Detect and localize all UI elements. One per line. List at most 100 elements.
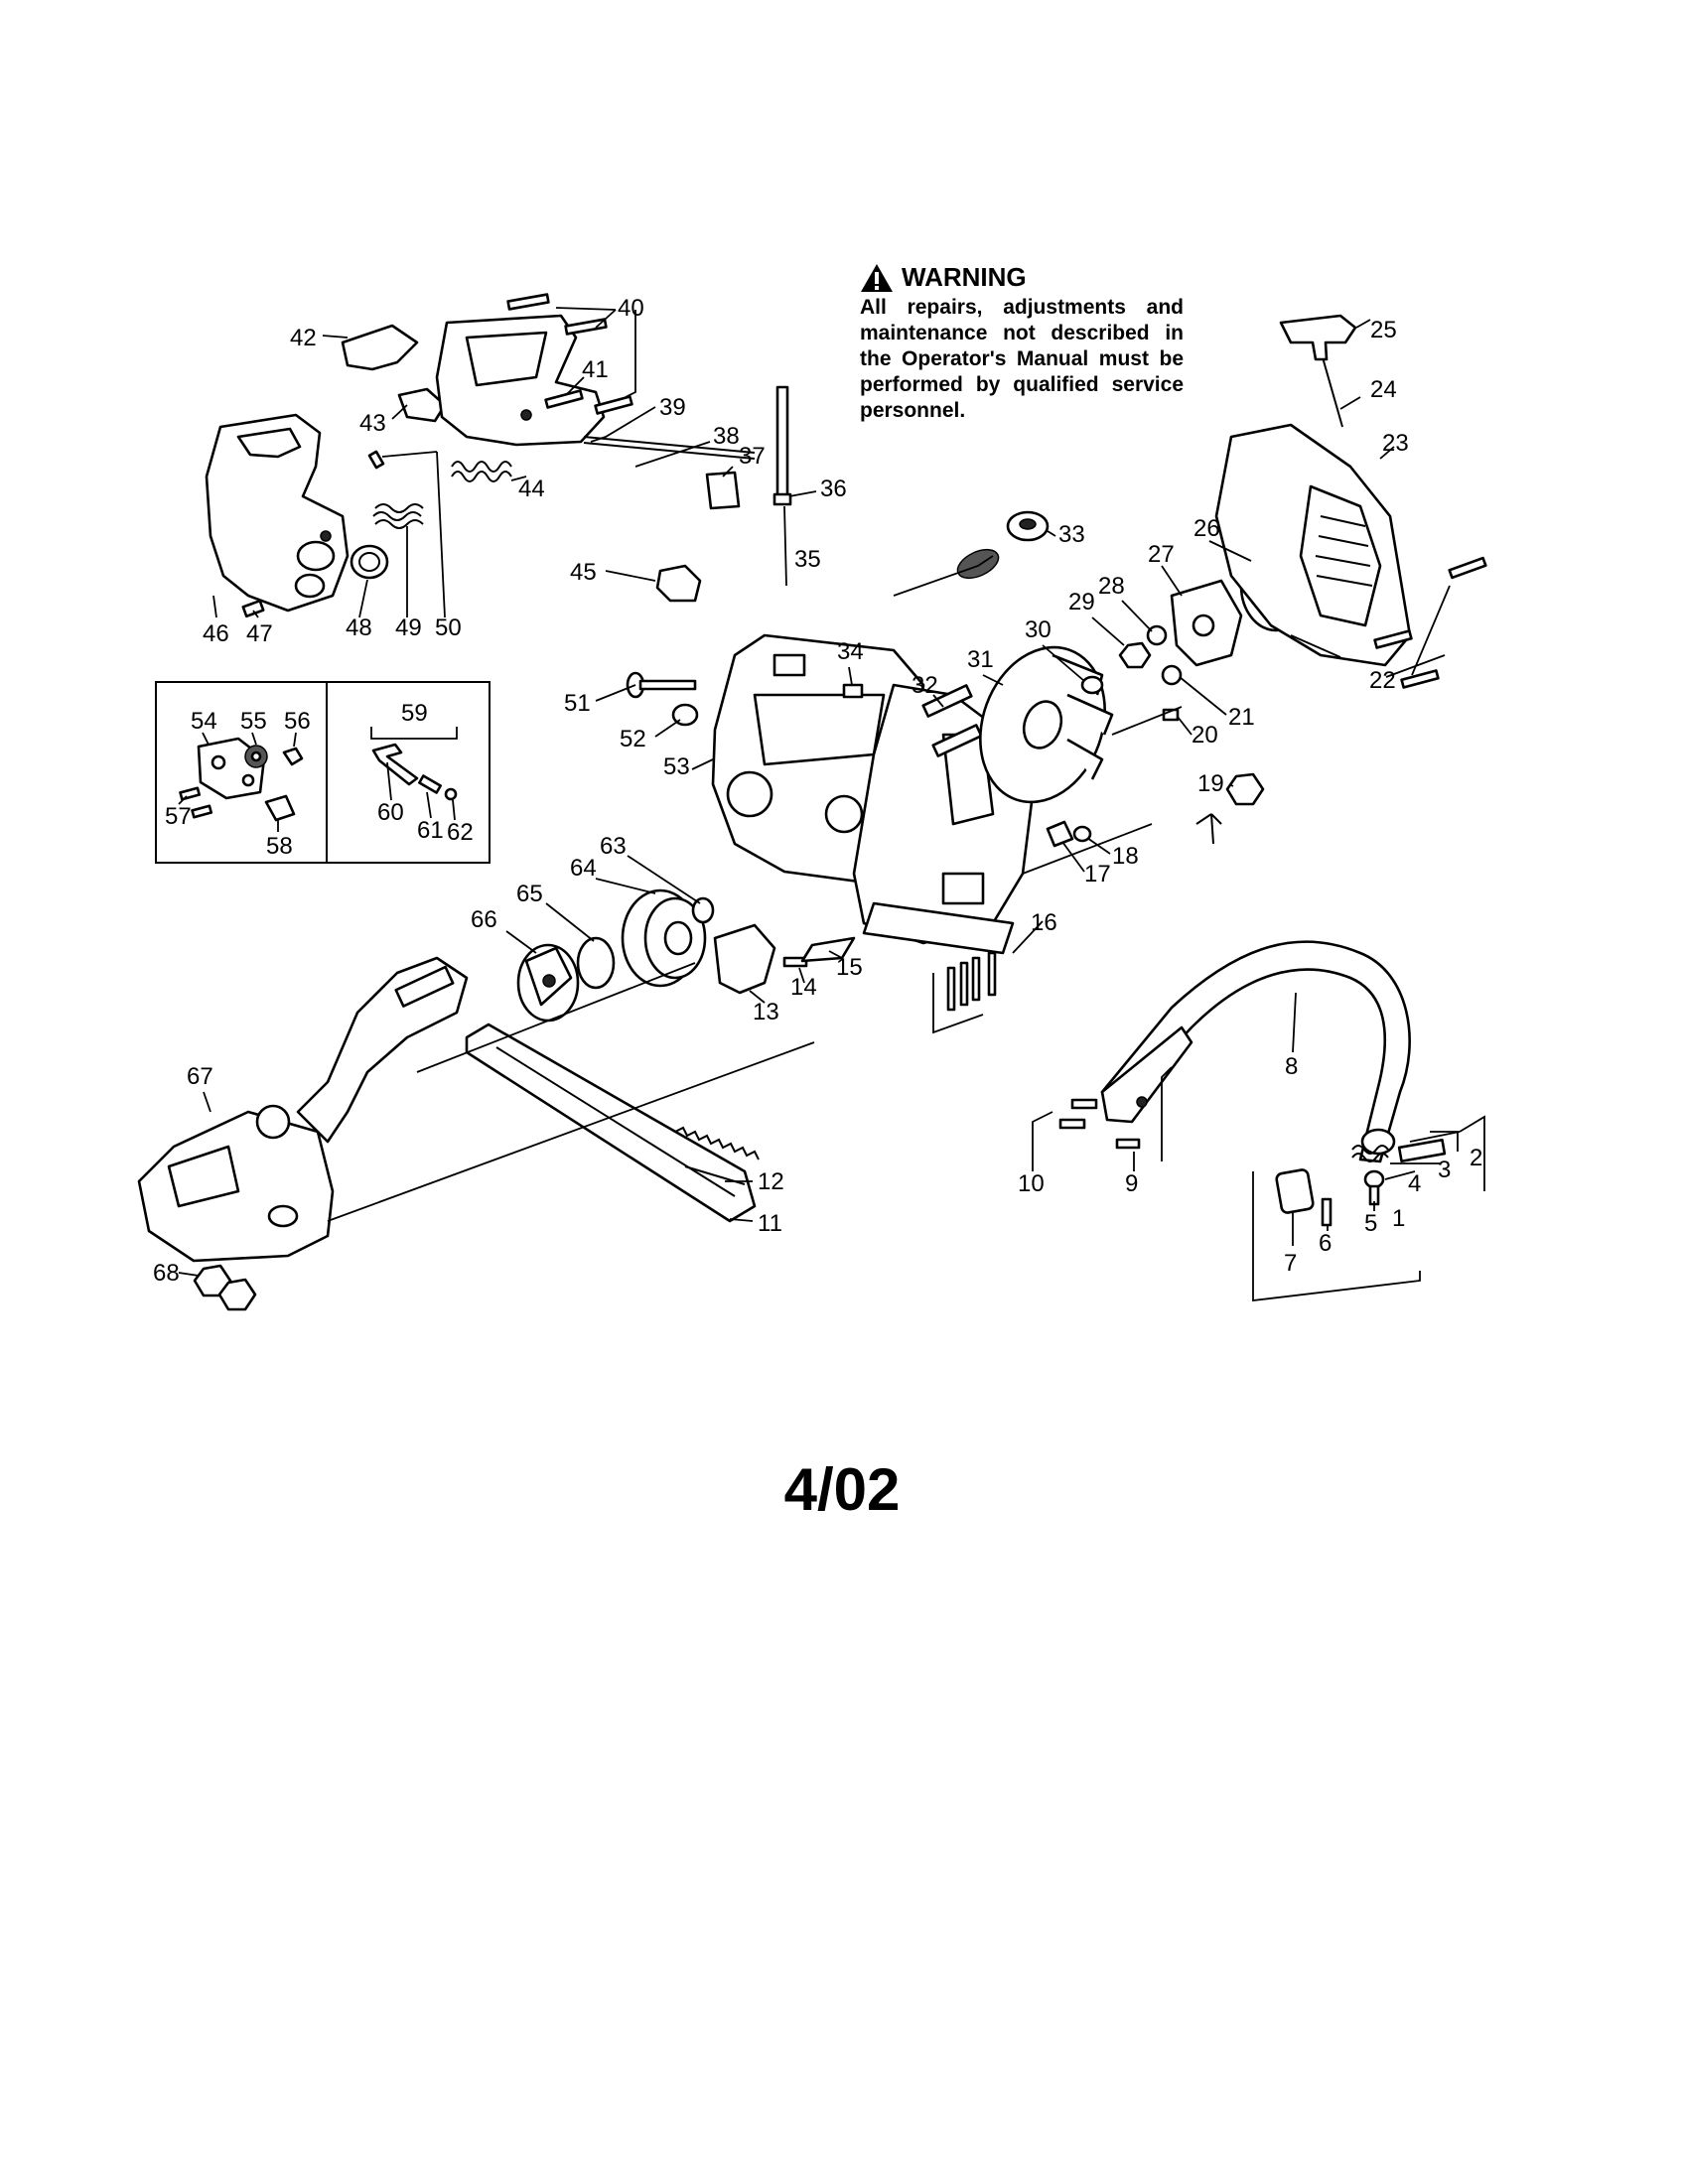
callout-35: 35 bbox=[794, 546, 821, 573]
callout-53: 53 bbox=[663, 753, 690, 780]
callout-68: 68 bbox=[153, 1260, 180, 1287]
callout-7: 7 bbox=[1284, 1250, 1297, 1277]
callout-66: 66 bbox=[471, 906, 497, 933]
rear-handle bbox=[205, 413, 350, 613]
callout-48: 48 bbox=[346, 614, 372, 641]
leader-lines bbox=[178, 307, 1485, 1302]
callout-16: 16 bbox=[1031, 909, 1057, 936]
washer-65 bbox=[576, 936, 616, 990]
cushion-37 bbox=[705, 471, 741, 510]
callout-30: 30 bbox=[1025, 616, 1052, 643]
callout-42: 42 bbox=[290, 325, 317, 351]
callout-31: 31 bbox=[967, 646, 994, 673]
warning-triangle-icon bbox=[861, 263, 893, 292]
callout-67: 67 bbox=[187, 1063, 213, 1090]
callout-47: 47 bbox=[246, 620, 273, 647]
callout-52: 52 bbox=[620, 726, 646, 752]
bolt-35-36 bbox=[772, 385, 792, 506]
callout-3: 3 bbox=[1438, 1157, 1451, 1183]
callout-59: 59 bbox=[401, 700, 428, 727]
warning-text: All repairs, adjustments and maintenance… bbox=[860, 296, 1184, 422]
bar-nuts-68 bbox=[193, 1264, 257, 1311]
washer-4 bbox=[1363, 1169, 1385, 1189]
bolts-16 bbox=[946, 951, 997, 1012]
pin-50 bbox=[367, 450, 385, 470]
callout-10: 10 bbox=[1018, 1170, 1045, 1197]
callout-18: 18 bbox=[1112, 843, 1139, 870]
callout-36: 36 bbox=[820, 476, 847, 502]
callout-54: 54 bbox=[191, 708, 217, 735]
callout-19: 19 bbox=[1197, 770, 1224, 797]
callout-4: 4 bbox=[1408, 1170, 1421, 1197]
spark-plug-boot-33 bbox=[1006, 510, 1050, 542]
sprocket-cover-67 bbox=[137, 956, 469, 1263]
callout-58: 58 bbox=[266, 833, 293, 860]
inset-divider bbox=[326, 683, 328, 862]
revision-date: 4/02 bbox=[783, 1456, 901, 1523]
screw-41 bbox=[544, 389, 584, 409]
clutch-66 bbox=[516, 943, 580, 1023]
callout-15: 15 bbox=[836, 954, 863, 981]
callout-39: 39 bbox=[659, 394, 686, 421]
small-clip-34 bbox=[842, 683, 864, 699]
handle-housing-39 bbox=[435, 314, 606, 447]
spring-48 bbox=[350, 544, 389, 580]
callout-12: 12 bbox=[758, 1168, 784, 1195]
callout-64: 64 bbox=[570, 855, 597, 882]
inset-drawing: 54 55 56 57 58 59 60 61 62 bbox=[165, 700, 474, 860]
callout-22: 22 bbox=[1369, 667, 1396, 694]
warning-title: WARNING bbox=[902, 262, 1027, 292]
nut-29 bbox=[1118, 641, 1152, 669]
callout-14: 14 bbox=[790, 974, 817, 1001]
callout-25: 25 bbox=[1370, 317, 1397, 343]
callout-41: 41 bbox=[582, 356, 609, 383]
callout-33: 33 bbox=[1058, 521, 1085, 548]
throttle-lockout-42 bbox=[341, 324, 419, 371]
warning-heading: WARNING bbox=[860, 262, 1184, 293]
callout-62: 62 bbox=[447, 819, 474, 846]
starter-handle-25 bbox=[1279, 314, 1357, 361]
washer-63 bbox=[691, 896, 715, 924]
fuel-filter-17 bbox=[1046, 820, 1074, 848]
clutch-drum-64 bbox=[621, 888, 707, 988]
callout-55: 55 bbox=[240, 708, 267, 735]
screw-6 bbox=[1321, 1197, 1333, 1227]
nut-19 bbox=[1225, 772, 1265, 806]
callout-13: 13 bbox=[753, 999, 779, 1025]
callout-63: 63 bbox=[600, 833, 627, 860]
guide-bar bbox=[465, 1023, 757, 1223]
callout-37: 37 bbox=[739, 443, 766, 470]
rubber-mount-45 bbox=[655, 564, 702, 603]
screw-47 bbox=[241, 599, 265, 618]
callout-24: 24 bbox=[1370, 376, 1397, 403]
bolts-32 bbox=[921, 684, 983, 757]
callout-27: 27 bbox=[1148, 541, 1175, 568]
screws-22 bbox=[1373, 556, 1487, 689]
callout-8: 8 bbox=[1285, 1053, 1298, 1080]
grommet-18 bbox=[1072, 825, 1092, 843]
callout-60: 60 bbox=[377, 799, 404, 826]
handle-bracket-parts bbox=[1351, 1128, 1447, 1163]
callout-34: 34 bbox=[837, 638, 864, 665]
callout-43: 43 bbox=[359, 410, 386, 437]
pulley-27 bbox=[1170, 579, 1243, 667]
callout-32: 32 bbox=[912, 672, 938, 699]
callout-23: 23 bbox=[1382, 430, 1409, 457]
callout-56: 56 bbox=[284, 708, 311, 735]
starter-housing-23 bbox=[1214, 423, 1412, 667]
warning-notice: WARNING All repairs, adjustments and mai… bbox=[860, 262, 1184, 424]
callout-11: 11 bbox=[758, 1210, 782, 1237]
spark-plug-cap bbox=[956, 548, 1000, 580]
callout-21: 21 bbox=[1228, 704, 1255, 731]
callout-50: 50 bbox=[435, 614, 462, 641]
throttle-rod-38 bbox=[583, 436, 756, 460]
callout-38: 38 bbox=[713, 423, 740, 450]
front-handle-8 bbox=[1100, 940, 1411, 1163]
callout-45: 45 bbox=[570, 559, 597, 586]
bar-plate-13 bbox=[713, 923, 776, 995]
callout-9: 9 bbox=[1125, 1170, 1138, 1197]
nut-21 bbox=[1161, 664, 1183, 686]
callout-5: 5 bbox=[1364, 1210, 1377, 1237]
callout-20: 20 bbox=[1192, 722, 1218, 749]
